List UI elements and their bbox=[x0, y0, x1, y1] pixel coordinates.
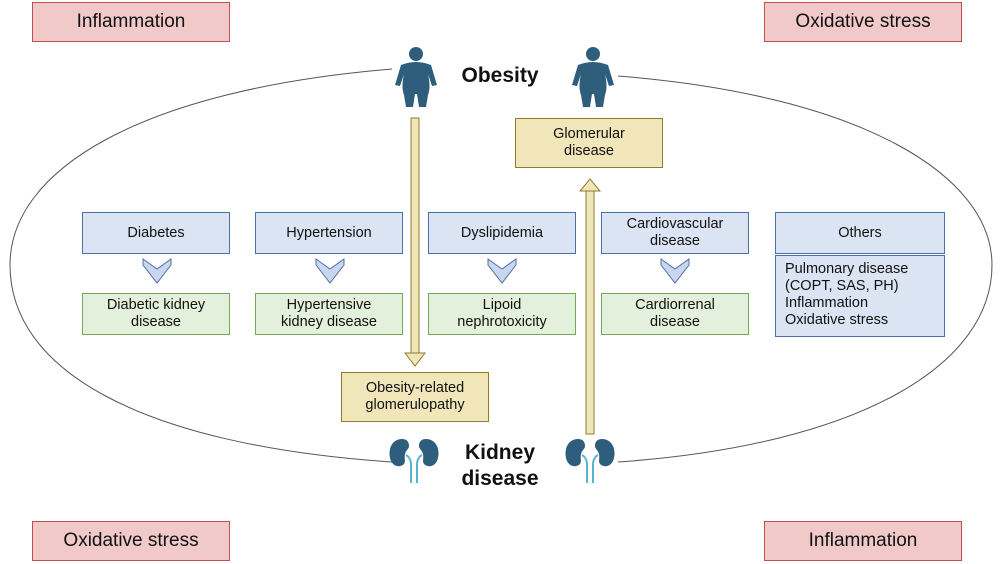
kidney-disease-title: Kidney disease bbox=[445, 440, 555, 492]
cardiovascular-line1: Cardiovascular bbox=[626, 216, 724, 232]
orgp-box: Obesity-related glomerulopathy bbox=[341, 372, 489, 422]
ellipse-left-arc bbox=[9, 68, 393, 463]
others-list: Pulmonary disease (COPT, SAS, PH) Inflam… bbox=[775, 255, 945, 337]
others-item: Oxidative stress bbox=[785, 312, 889, 328]
arrow-down bbox=[403, 117, 427, 367]
glomerular-line1: Glomerular bbox=[553, 126, 625, 142]
outcome-lipoid-nephrotoxicity: Lipoid nephrotoxicity bbox=[428, 293, 576, 335]
outcome-line1: Cardiorrenal bbox=[635, 297, 715, 313]
category-hypertension: Hypertension bbox=[255, 212, 403, 254]
orgp-line2: glomerulopathy bbox=[365, 397, 465, 413]
kidney-icon bbox=[389, 439, 439, 483]
outcome-line2: nephrotoxicity bbox=[457, 314, 547, 330]
outcome-line1: Lipoid bbox=[482, 297, 522, 313]
others-item: Pulmonary disease bbox=[785, 261, 909, 277]
kidney-icon bbox=[565, 439, 615, 483]
chevron-down-icon bbox=[315, 258, 345, 284]
outcome-line2: disease bbox=[650, 314, 700, 330]
glomerular-disease-box: Glomerular disease bbox=[515, 118, 663, 168]
others-item: (COPT, SAS, PH) bbox=[785, 278, 899, 294]
chevron-down-icon bbox=[660, 258, 690, 284]
person-icon bbox=[572, 47, 614, 107]
outcome-cardiorrenal-disease: Cardiorrenal disease bbox=[601, 293, 749, 335]
orgp-line1: Obesity-related bbox=[365, 380, 465, 396]
outcome-line1: Hypertensive bbox=[286, 297, 372, 313]
obesity-title: Obesity bbox=[461, 64, 539, 87]
others-item: Inflammation bbox=[785, 295, 869, 311]
category-diabetes: Diabetes bbox=[82, 212, 230, 254]
corner-top-right: Oxidative stress bbox=[764, 2, 962, 42]
ellipse-right-arc bbox=[617, 75, 993, 463]
corner-bottom-right: Inflammation bbox=[764, 521, 962, 561]
category-cardiovascular: Cardiovascular disease bbox=[601, 212, 749, 254]
outcome-line2: disease bbox=[131, 314, 181, 330]
person-icon bbox=[395, 47, 437, 107]
outcome-line1: Diabetic kidney bbox=[106, 297, 206, 313]
kidney-disease-line1: Kidney bbox=[464, 441, 535, 464]
category-dyslipidemia: Dyslipidemia bbox=[428, 212, 576, 254]
glomerular-line2: disease bbox=[564, 143, 614, 159]
outcome-line2: kidney disease bbox=[281, 314, 377, 330]
outcome-diabetic-kidney-disease: Diabetic kidney disease bbox=[82, 293, 230, 335]
corner-bottom-left: Oxidative stress bbox=[32, 521, 230, 561]
corner-top-left: Inflammation bbox=[32, 2, 230, 42]
cardiovascular-line2: disease bbox=[650, 233, 700, 249]
kidney-disease-line2: disease bbox=[461, 467, 539, 490]
category-others: Others bbox=[775, 212, 945, 254]
chevron-down-icon bbox=[142, 258, 172, 284]
chevron-down-icon bbox=[487, 258, 517, 284]
arrow-up bbox=[578, 178, 602, 435]
outcome-hypertensive-kidney-disease: Hypertensive kidney disease bbox=[255, 293, 403, 335]
